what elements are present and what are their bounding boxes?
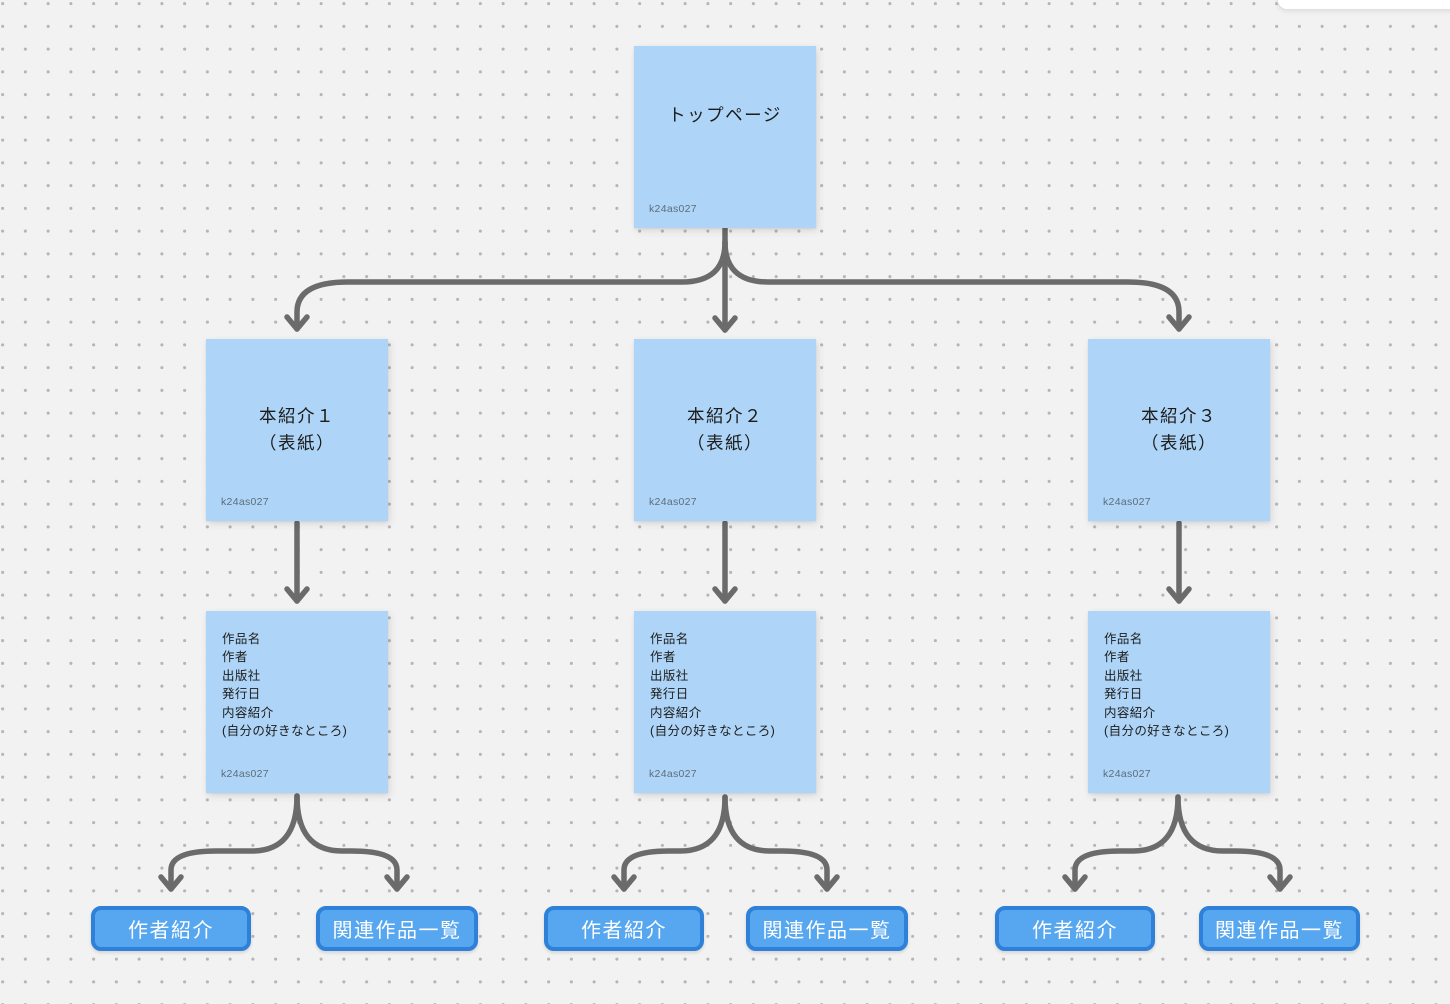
note-detail-text: 作品名 作者 出版社 発行日 内容紹介 (自分の好きなところ)	[222, 630, 380, 740]
button-label: 作者紹介	[128, 920, 214, 942]
note-title-line1: 本紹介３	[1141, 406, 1217, 426]
detail-line: 出版社	[222, 668, 261, 683]
button-label: 関連作品一覧	[762, 920, 892, 942]
detail-line: 作品名	[650, 632, 689, 646]
detail-line: 作品名	[1104, 632, 1143, 646]
related-works-button-2[interactable]: 関連作品一覧	[746, 906, 908, 951]
button-label: 作者紹介	[581, 920, 667, 942]
detail-line: (自分の好きなところ)	[222, 724, 348, 739]
detail-line: 発行日	[650, 687, 689, 702]
connector-detail2-to-author2[interactable]	[611, 794, 728, 892]
detail-line: 作者	[1104, 650, 1130, 665]
author-intro-button-3[interactable]: 作者紹介	[995, 906, 1155, 951]
note-author-tag: k24as027	[221, 768, 269, 780]
floating-toolbar-cutoff[interactable]	[1277, 0, 1450, 10]
note-author-tag: k24as027	[649, 496, 697, 508]
detail-line: 出版社	[1104, 668, 1143, 683]
sticky-note-top-page[interactable]: トップページ k24as027	[634, 46, 816, 228]
note-detail-text: 作品名 作者 出版社 発行日 内容紹介 (自分の好きなところ)	[650, 630, 808, 740]
sticky-note-book1[interactable]: 本紹介１ （表紙） k24as027	[206, 339, 388, 521]
note-title-line1: 本紹介２	[687, 406, 763, 426]
note-title: 本紹介３ （表紙）	[1088, 339, 1270, 521]
connector-detail1-to-author1[interactable]	[158, 793, 300, 892]
note-title-line2: （表紙）	[687, 433, 763, 453]
related-works-button-1[interactable]: 関連作品一覧	[316, 906, 478, 951]
note-author-tag: k24as027	[649, 768, 697, 780]
button-label: 関連作品一覧	[332, 920, 462, 942]
detail-line: 内容紹介	[1104, 705, 1156, 720]
detail-line: 出版社	[650, 668, 689, 683]
detail-line: 内容紹介	[650, 705, 702, 720]
connector-detail2-to-related2[interactable]	[722, 794, 840, 892]
note-title: 本紹介１ （表紙）	[206, 339, 388, 521]
author-intro-button-2[interactable]: 作者紹介	[544, 906, 704, 951]
detail-line: 作者	[222, 650, 248, 665]
note-author-tag: k24as027	[649, 203, 697, 215]
detail-line: 作者	[650, 650, 676, 665]
detail-line: (自分の好きなところ)	[1104, 724, 1230, 739]
note-author-tag: k24as027	[221, 496, 269, 508]
connector-detail3-to-author3[interactable]	[1062, 794, 1181, 892]
detail-line: 発行日	[222, 687, 261, 702]
detail-line: 内容紹介	[222, 705, 274, 720]
connector-top-to-book3[interactable]	[722, 239, 1192, 332]
detail-line: (自分の好きなところ)	[650, 724, 776, 739]
connector-top-to-book1[interactable]	[284, 239, 728, 332]
note-title: トップページ	[668, 104, 782, 125]
detail-line: 作品名	[222, 632, 261, 646]
sticky-note-book2[interactable]: 本紹介２ （表紙） k24as027	[634, 339, 816, 521]
detail-line: 発行日	[1104, 687, 1143, 702]
button-label: 関連作品一覧	[1215, 920, 1344, 942]
connector-detail1-to-related1[interactable]	[294, 793, 410, 892]
button-label: 作者紹介	[1032, 920, 1118, 942]
note-title-line2: （表紙）	[1141, 433, 1217, 453]
note-author-tag: k24as027	[1103, 496, 1151, 508]
author-intro-button-1[interactable]: 作者紹介	[91, 906, 251, 951]
note-title-line2: （表紙）	[259, 433, 335, 453]
note-title-line1: 本紹介１	[259, 406, 335, 426]
note-title: 本紹介２ （表紙）	[634, 339, 816, 521]
connector-detail3-to-related3[interactable]	[1175, 794, 1293, 892]
related-works-button-3[interactable]: 関連作品一覧	[1199, 906, 1360, 951]
sticky-note-detail1[interactable]: 作品名 作者 出版社 発行日 内容紹介 (自分の好きなところ) k24as027	[206, 611, 388, 793]
sticky-note-detail3[interactable]: 作品名 作者 出版社 発行日 内容紹介 (自分の好きなところ) k24as027	[1088, 611, 1270, 793]
note-author-tag: k24as027	[1103, 768, 1151, 780]
sticky-note-detail2[interactable]: 作品名 作者 出版社 発行日 内容紹介 (自分の好きなところ) k24as027	[634, 611, 816, 793]
note-detail-text: 作品名 作者 出版社 発行日 内容紹介 (自分の好きなところ)	[1104, 630, 1262, 740]
sticky-note-book3[interactable]: 本紹介３ （表紙） k24as027	[1088, 339, 1270, 521]
